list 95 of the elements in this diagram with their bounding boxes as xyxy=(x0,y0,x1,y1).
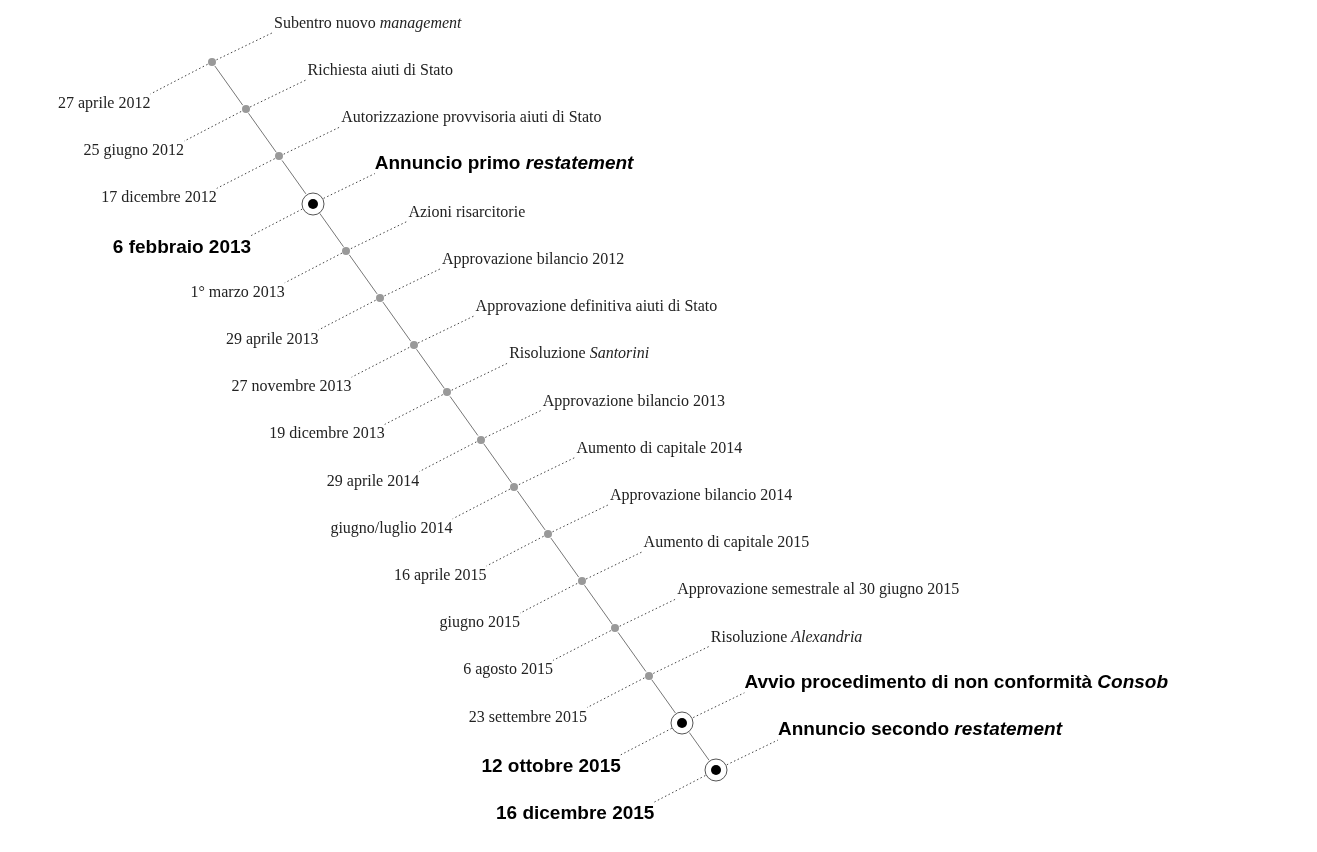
date-label: giugno 2015 xyxy=(439,613,521,632)
timeline-line xyxy=(382,301,412,342)
date-label: 29 aprile 2014 xyxy=(326,471,420,490)
leader-line xyxy=(350,220,409,250)
date-label: 29 aprile 2013 xyxy=(226,330,319,348)
leader-line xyxy=(323,173,376,199)
leader-line xyxy=(518,456,577,486)
timeline-dot xyxy=(442,387,453,398)
leader-line xyxy=(216,31,275,61)
date-label: 25 giugno 2012 xyxy=(83,141,185,160)
timeline-dot xyxy=(543,529,553,539)
timeline-dot xyxy=(643,670,654,681)
leader-line xyxy=(726,739,779,766)
date-label: 6 febbraio 2013 xyxy=(112,235,252,258)
event-label: Aumento di capitale 2014 xyxy=(576,438,743,457)
event-label: Approvazione bilancio 2012 xyxy=(442,250,625,268)
timeline-dot xyxy=(576,576,587,587)
leader-line xyxy=(519,583,578,614)
event-label: Subentro nuovo management xyxy=(274,14,462,32)
leader-line xyxy=(620,727,673,756)
leader-line xyxy=(317,299,377,331)
event-label: Approvazione definitiva aiuti di Stato xyxy=(475,297,718,316)
event-label: Annuncio secondo restatement xyxy=(778,718,1062,740)
timeline-line xyxy=(214,65,244,106)
milestone-marker xyxy=(670,710,695,735)
timeline-dot xyxy=(509,481,520,492)
timeline-dot xyxy=(610,623,621,634)
event-label: Autorizzazione provvisoria aiuti di Stato xyxy=(341,108,602,127)
timeline-line xyxy=(516,490,546,531)
timeline-line xyxy=(483,443,512,484)
milestone-marker xyxy=(300,191,325,216)
leader-line xyxy=(452,488,511,520)
event-label: Risoluzione Alexandria xyxy=(710,627,863,646)
date-label: 6 agosto 2015 xyxy=(463,660,553,679)
leader-line xyxy=(619,597,678,627)
event-label: Risoluzione Santorini xyxy=(509,344,650,363)
date-label: 17 dicembre 2012 xyxy=(101,188,217,207)
leader-line xyxy=(585,550,645,580)
timeline-dot xyxy=(341,245,352,256)
date-label: 19 dicembre 2013 xyxy=(269,424,385,443)
date-label: 16 aprile 2015 xyxy=(394,566,487,584)
leader-line xyxy=(216,158,276,189)
leader-line xyxy=(149,63,209,95)
timeline-line xyxy=(348,254,378,295)
event-label: Richiesta aiuti di Stato xyxy=(307,61,453,80)
date-label: 27 aprile 2012 xyxy=(58,94,151,112)
leader-line xyxy=(284,252,343,284)
timeline-dot xyxy=(207,57,217,67)
timeline-line xyxy=(651,679,676,714)
timeline-line xyxy=(449,395,479,436)
timeline-dot xyxy=(375,293,385,303)
leader-line xyxy=(652,645,712,674)
timeline-line xyxy=(550,537,580,578)
leader-line xyxy=(384,394,444,425)
date-label: 23 settembre 2015 xyxy=(468,707,587,726)
event-label: Annuncio primo restatement xyxy=(374,151,634,174)
leader-line xyxy=(692,692,745,719)
timeline-line xyxy=(617,631,647,672)
timeline-line xyxy=(688,732,710,761)
date-label: 12 ottobre 2015 xyxy=(481,754,621,777)
leader-line xyxy=(485,535,545,567)
timeline-dot xyxy=(240,104,251,115)
leader-line xyxy=(417,314,477,344)
leader-line xyxy=(250,208,303,237)
timeline-dot xyxy=(475,434,486,445)
leader-line xyxy=(451,361,510,391)
event-label: Approvazione semestrale al 30 giugno 2015 xyxy=(677,580,960,599)
timeline-line xyxy=(281,159,307,195)
leader-line xyxy=(552,503,611,533)
event-label: Aumento di capitale 2015 xyxy=(643,533,810,552)
date-label: 16 dicembre 2015 xyxy=(496,802,655,824)
leader-line xyxy=(183,111,242,142)
timeline-line xyxy=(248,112,277,153)
event-label: Approvazione bilancio 2013 xyxy=(542,391,725,410)
leader-line xyxy=(249,78,309,108)
event-label: Approvazione bilancio 2014 xyxy=(610,486,793,504)
timeline-line xyxy=(319,212,344,248)
milestone-marker xyxy=(704,758,728,782)
event-label: Avvio procedimento di non conformità Consob xyxy=(744,670,1169,693)
leader-line xyxy=(484,409,544,438)
timeline-line xyxy=(416,348,445,389)
timeline-dot xyxy=(274,151,285,162)
leader-line xyxy=(552,630,612,661)
date-label: 1° marzo 2013 xyxy=(190,282,285,301)
date-label: giugno/luglio 2014 xyxy=(330,518,453,537)
leader-line xyxy=(384,267,443,297)
leader-line xyxy=(586,677,645,709)
leader-line xyxy=(653,775,706,803)
timeline-dot xyxy=(408,340,419,351)
date-label: 27 novembre 2013 xyxy=(231,377,352,396)
leader-line xyxy=(283,125,342,155)
leader-line xyxy=(351,347,410,378)
timeline-line xyxy=(584,584,613,625)
event-label: Azioni risarcitorie xyxy=(408,202,526,221)
leader-line xyxy=(418,441,477,473)
